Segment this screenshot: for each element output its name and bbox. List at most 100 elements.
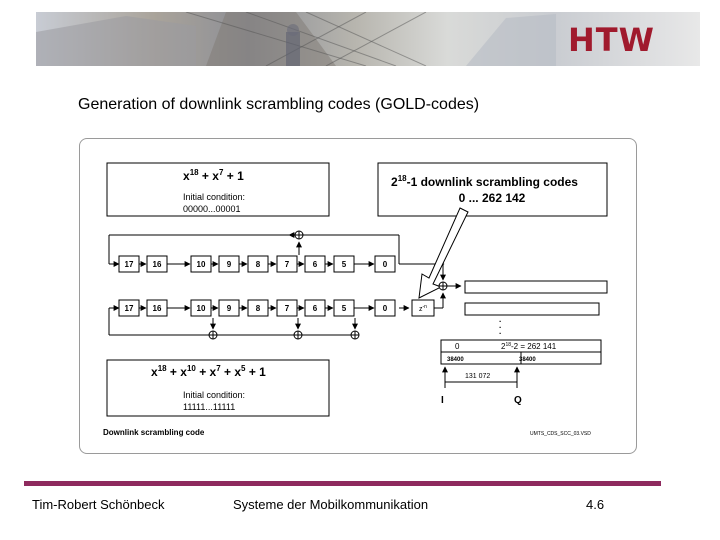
xor-combiner (438, 264, 462, 308)
diagram-file-ref: UMTS_CDS_SCC_03.VSD (530, 431, 591, 437)
gold-code-diagram: x18 + x7 + 1 Initial condition: 00000...… (103, 162, 608, 437)
register-cell-label: 0 (383, 260, 388, 269)
register-cell-label: 17 (125, 260, 134, 269)
bottom-init-value: 11111...11111 (183, 402, 235, 412)
bottom-shift-register (108, 305, 410, 340)
register-cell (118, 299, 140, 317)
table-cell-left: 38400 (447, 357, 464, 363)
code-select-arrow (418, 207, 469, 299)
top-init-value: 00000...00001 (183, 204, 241, 214)
bottom-poly-p4: + x (221, 365, 242, 379)
output-code-bars: · · · (464, 280, 608, 338)
register-cell-label: 9 (227, 304, 232, 313)
register-cell-label: 16 (153, 260, 162, 269)
table-right-exp: 18 (505, 342, 511, 348)
register-cell (118, 255, 140, 273)
register-cell (304, 255, 326, 273)
register-cell (304, 299, 326, 317)
svg-text:218-2 = 262 141: 218-2 = 262 141 (501, 342, 557, 351)
svg-text:x18 + x10 + x7 + x5 + 1: x18 + x10 + x7 + x5 + 1 (151, 364, 266, 379)
svg-text:·: · (499, 329, 502, 338)
q-label: Q (514, 395, 522, 406)
register-cell-label: 10 (197, 260, 206, 269)
top-poly-tail: + 1 (223, 169, 244, 183)
code-table: 0 218-2 = 262 141 38400 38400 131 072 I … (440, 339, 602, 406)
register-cell-label: 9 (227, 260, 232, 269)
register-cell-label: 7 (285, 304, 290, 313)
bottom-poly-base: x (151, 365, 158, 379)
register-cell (190, 299, 212, 317)
register-cell-label: 7 (285, 260, 290, 269)
bottom-poly-exp3: 7 (216, 364, 221, 373)
slide-title: Generation of downlink scrambling codes … (78, 96, 480, 113)
top-poly-base: x (183, 169, 190, 183)
register-cell (218, 299, 240, 317)
i-label: I (441, 395, 444, 406)
codes-exp: 18 (398, 174, 407, 183)
offset-label: 131 072 (465, 373, 490, 380)
register-cell-label: 6 (313, 260, 318, 269)
footer-page-number: 4.6 (586, 497, 605, 512)
register-cell-label: 5 (342, 304, 347, 313)
register-cell-label: 8 (256, 260, 261, 269)
register-cell (146, 299, 168, 317)
building-photo (36, 12, 556, 66)
header-banner: HTW (36, 12, 700, 66)
table-right-rest: -2 = 262 141 (511, 342, 557, 351)
svg-text:218-1 downlink scrambling code: 218-1 downlink scrambling codes (391, 174, 578, 189)
bottom-poly-p3: + x (196, 365, 217, 379)
register-cell-label: 5 (342, 260, 347, 269)
register-cell (218, 255, 240, 273)
codes-base: 2 (391, 175, 398, 189)
delay-exp: -n (423, 304, 428, 310)
top-poly-exp1: 18 (190, 168, 199, 177)
bottom-poly-p2: + x (167, 365, 188, 379)
register-cell-label: 10 (197, 304, 206, 313)
codes-box: 218-1 downlink scrambling codes 0 ... 26… (377, 162, 608, 217)
top-polynomial-box: x18 + x7 + 1 Initial condition: 00000...… (106, 162, 330, 217)
register-cell (247, 255, 269, 273)
register-cell (374, 255, 396, 273)
register-cell (276, 299, 298, 317)
codes-rest: -1 downlink scrambling codes (407, 175, 579, 189)
footer-course: Systeme der Mobilkommunikation (233, 497, 429, 512)
register-cell-label: 17 (125, 304, 134, 313)
register-cell (190, 255, 212, 273)
svg-text:z-n: z-n (419, 304, 427, 313)
footer-bar (24, 481, 661, 486)
register-cell (333, 255, 355, 273)
top-shift-register (108, 230, 445, 267)
register-cell (276, 255, 298, 273)
bottom-polynomial-box: x18 + x10 + x7 + x5 + 1 Initial conditio… (106, 359, 330, 417)
htw-logo: HTW (568, 21, 655, 59)
table-cell-right: 38400 (519, 357, 536, 363)
top-register-cells: 17 16 10 9 8 7 6 5 0 (118, 255, 396, 273)
bottom-poly-exp4: 5 (241, 364, 246, 373)
svg-text:·: · (499, 323, 502, 332)
bottom-poly-exp2: 10 (187, 364, 196, 373)
bottom-register-cells: 17 16 10 9 8 7 6 5 0 (118, 299, 396, 317)
register-cell-label: 6 (313, 304, 318, 313)
bottom-poly-exp1: 18 (158, 364, 167, 373)
register-cell (333, 299, 355, 317)
top-init-label: Initial condition: (183, 192, 245, 202)
delay-element: z-n (411, 299, 443, 317)
table-right-base: 2 (501, 342, 506, 351)
svg-text:x18 + x7 + 1: x18 + x7 + 1 (183, 168, 244, 183)
register-cell-label: 0 (383, 304, 388, 313)
svg-text:·: · (499, 317, 502, 326)
register-cell-label: 16 (153, 304, 162, 313)
register-cell (247, 299, 269, 317)
bottom-init-label: Initial condition: (183, 390, 245, 400)
register-cell-label: 8 (256, 304, 261, 313)
bottom-poly-tail: + 1 (245, 365, 266, 379)
register-cell (146, 255, 168, 273)
top-poly-exp2: 7 (219, 168, 224, 177)
footer-author: Tim-Robert Schönbeck (32, 497, 165, 512)
table-left-index: 0 (455, 342, 460, 351)
register-cell (374, 299, 396, 317)
delay-base: z (419, 306, 423, 313)
codes-range: 0 ... 262 142 (459, 191, 526, 205)
diagram-caption: Downlink scrambling code (103, 428, 205, 437)
top-poly-mid: + x (199, 169, 220, 183)
